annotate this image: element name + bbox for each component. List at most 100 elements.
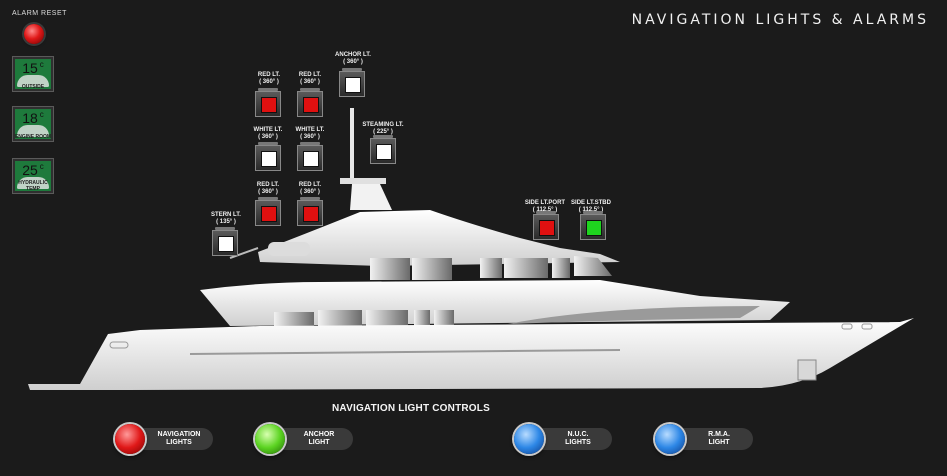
light-angle: ( 225° ) <box>373 129 393 135</box>
rub-rail <box>189 349 621 355</box>
stern-light-label: STERN LT.( 135° ) <box>201 212 251 226</box>
nuc-lights-button[interactable] <box>514 424 544 454</box>
light-name: WHITE LT. <box>253 127 283 133</box>
control-label-line1: N.U.C. <box>567 431 589 438</box>
light-name: STEAMING LT. <box>362 122 404 128</box>
light-angle: ( 360° ) <box>300 189 320 195</box>
hull <box>28 318 914 390</box>
red-light-2 <box>297 88 323 117</box>
upper-window <box>552 258 570 278</box>
page-title: NAVIGATION LIGHTS & ALARMS <box>631 12 929 28</box>
white-light-1 <box>255 142 281 171</box>
light-name: SIDE LT.STBD <box>571 200 611 206</box>
anchor-light-button[interactable] <box>255 424 285 454</box>
gauge-value: 25 <box>22 162 38 178</box>
anchor-light <box>339 68 365 97</box>
gauge-label: HYDRAULIC TEMP <box>18 180 48 192</box>
light-angle: ( 360° ) <box>300 79 320 85</box>
light-name: RED LT. <box>298 182 322 188</box>
lamp-lens <box>539 220 555 236</box>
light-angle: ( 360° ) <box>259 79 279 85</box>
side-light-port-label: SIDE LT.PORT( 112,5° ) <box>520 200 570 214</box>
control-label-line1: ANCHOR <box>303 431 335 438</box>
control-label: R.M.A.LIGHT <box>689 431 749 447</box>
red-light-2-label: RED LT.( 360° ) <box>285 72 335 86</box>
red-light-1 <box>255 88 281 117</box>
gauge-unit: c <box>39 162 44 172</box>
light-name: ANCHOR LT. <box>335 52 371 58</box>
control-label-line2: LIGHTS <box>166 439 192 446</box>
light-angle: ( 360° ) <box>258 189 278 195</box>
alarm-reset-label: ALARM RESET <box>12 10 67 17</box>
light-name: STERN LT. <box>211 212 241 218</box>
rma-light-button[interactable] <box>655 424 685 454</box>
navigation-lights-button[interactable] <box>115 424 145 454</box>
steaming-light <box>370 135 396 164</box>
control-label-line1: R.M.A. <box>708 431 730 438</box>
lamp-lens <box>303 97 319 113</box>
red-light-4-label: RED LT.( 360° ) <box>285 182 335 196</box>
light-angle: ( 135° ) <box>216 219 236 225</box>
lamp-lens <box>261 206 277 222</box>
light-angle: ( 360° ) <box>258 134 278 140</box>
gauge-arc <box>17 177 49 189</box>
light-angle: ( 360° ) <box>343 59 363 65</box>
main-window <box>366 310 408 330</box>
red-light-3 <box>255 197 281 226</box>
lamp-lens <box>261 151 277 167</box>
gauge-label: ENGINE ROOM <box>14 134 52 140</box>
side-light-stbd-label: SIDE LT.STBD( 112,5° ) <box>566 200 616 214</box>
control-label-line2: LIGHTS <box>565 439 591 446</box>
radome <box>350 184 392 210</box>
upper-window <box>370 258 410 280</box>
control-label: N.U.C.LIGHTS <box>548 431 608 447</box>
lamp-lens <box>586 220 602 236</box>
lamp-lens <box>261 97 277 113</box>
control-label-line2: LIGHT <box>308 439 330 446</box>
red-light-3-label: RED LT.( 360° ) <box>243 182 293 196</box>
main-window <box>274 312 314 330</box>
windshield <box>574 256 612 276</box>
side-light-port <box>533 211 559 240</box>
control-label-line2: LIGHT <box>708 439 730 446</box>
light-name: RED LT. <box>257 72 281 78</box>
light-name: WHITE LT. <box>295 127 325 133</box>
stern-light-mount <box>229 247 259 259</box>
white-light-2 <box>297 142 323 171</box>
light-name: RED LT. <box>298 72 322 78</box>
control-label-pill <box>269 428 353 450</box>
upper-window <box>412 258 452 280</box>
main-window <box>414 310 430 328</box>
light-name: SIDE LT.PORT <box>524 200 566 206</box>
control-label-pill <box>129 428 213 450</box>
porthole <box>841 323 853 330</box>
alarm-reset-button[interactable] <box>24 24 44 44</box>
gauge-arc <box>17 75 49 87</box>
control-label-pill <box>528 428 612 450</box>
gauge-arc <box>17 125 49 137</box>
steaming-light-label: STEAMING LT.( 225° ) <box>358 122 408 136</box>
anchor-pocket <box>797 359 817 381</box>
bow-window <box>508 306 760 324</box>
light-angle: ( 112,5° ) <box>532 207 558 213</box>
flybridge <box>258 210 620 266</box>
control-label-line1: NAVIGATION <box>157 431 201 438</box>
control-label-pill <box>669 428 753 450</box>
lamp-lens <box>303 206 319 222</box>
main-window <box>318 310 362 330</box>
gauge-label: OUTSIDE <box>21 84 45 90</box>
upper-window <box>480 258 502 278</box>
side-light-stbd <box>580 211 606 240</box>
lamp-lens <box>376 144 392 160</box>
white-light-2-label: WHITE LT.( 360° ) <box>285 127 335 141</box>
lamp-lens <box>345 77 361 93</box>
upper-window <box>504 258 548 278</box>
gauge-value: 18 <box>22 110 38 126</box>
gauge-unit: c <box>39 60 44 70</box>
